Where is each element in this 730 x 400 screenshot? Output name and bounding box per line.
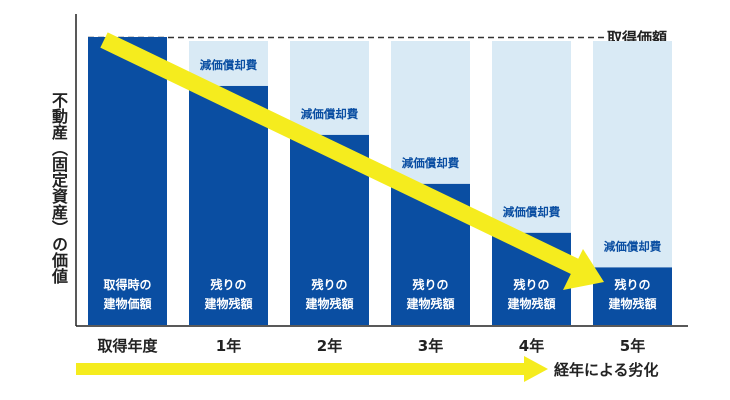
depreciation-label: 減価償却費	[301, 107, 359, 121]
bar-label-line-1: 残りの	[412, 277, 448, 292]
bar-label-line-2: 建物残額	[506, 296, 555, 311]
bar-label-line-2: 建物残額	[304, 296, 353, 311]
bar-label-line-2: 建物残額	[607, 296, 656, 311]
trend-arrow-head	[563, 249, 604, 290]
depreciation-box	[492, 41, 571, 233]
bar-label-line-1: 取得時の	[103, 277, 151, 292]
timeline-arrow-shaft	[76, 363, 526, 375]
bar-label-line-2: 建物残額	[405, 296, 454, 311]
bar-label-line-1: 残りの	[210, 277, 246, 292]
depreciation-label: 減価償却費	[402, 156, 460, 170]
depreciation-box	[593, 41, 672, 268]
trend-arrow-shaft	[100, 32, 582, 276]
bar-label-line-2: 建物価額	[102, 296, 151, 311]
x-tick-label: 2年	[317, 337, 342, 355]
depreciation-box	[391, 41, 470, 184]
timeline-arrow-head	[524, 356, 548, 382]
x-tick-label: 取得年度	[97, 337, 158, 355]
depreciation-label: 減価償却費	[503, 205, 561, 219]
x-tick-label: 1年	[216, 337, 241, 355]
x-axis-label: 経年による劣化	[554, 361, 659, 379]
x-tick-label: 4年	[519, 337, 544, 355]
x-tick-label: 3年	[418, 337, 443, 355]
bar-label-line-2: 建物残額	[203, 296, 252, 311]
bar	[88, 37, 167, 325]
bar-label-line-1: 残りの	[614, 277, 650, 292]
x-tick-label: 5年	[620, 337, 645, 355]
y-axis-label: 不動産（固定資産）の価値	[49, 92, 68, 284]
depreciation-label: 減価償却費	[604, 239, 662, 253]
bar	[593, 267, 672, 325]
bar-label-line-1: 残りの	[311, 277, 347, 292]
bar-label-line-1: 残りの	[513, 277, 549, 292]
depreciation-label: 減価償却費	[200, 58, 258, 72]
depreciation-box	[290, 41, 369, 135]
bar	[189, 85, 268, 326]
